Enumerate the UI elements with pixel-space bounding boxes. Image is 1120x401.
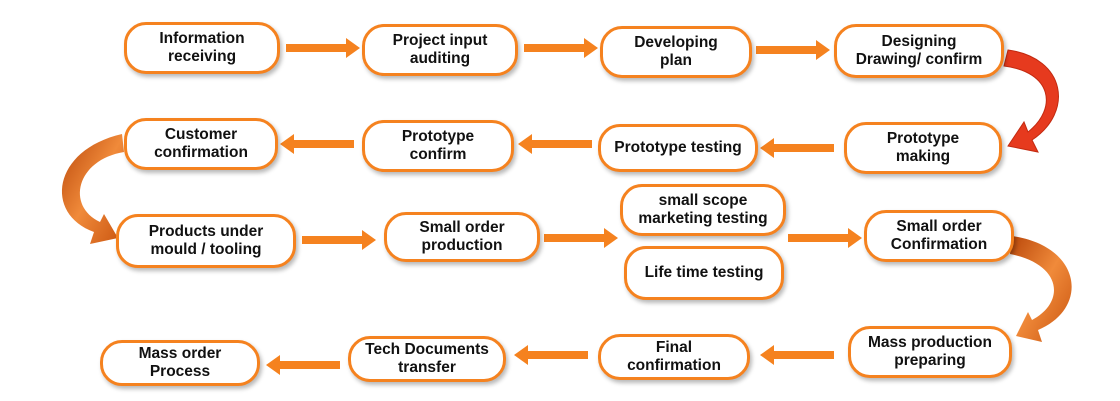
step-prototype-testing: Prototype testing	[598, 124, 758, 172]
step-label: Prototype making	[886, 130, 960, 165]
step-label: Customer confirmation	[154, 126, 248, 161]
step-label: Designing Drawing/ confirm	[855, 33, 983, 68]
step-designing-drawing-confirm: Designing Drawing/ confirm	[834, 24, 1004, 78]
step-label: small scope marketing testing	[638, 192, 768, 227]
step-prototype-making: Prototype making	[844, 122, 1002, 174]
step-label: Prototype confirm	[401, 128, 475, 163]
curved-arrow-icon	[1003, 49, 1059, 153]
step-label: Developing plan	[634, 34, 718, 69]
step-mass-production-preparing: Mass production preparing	[848, 326, 1012, 378]
step-prototype-confirm: Prototype confirm	[362, 120, 514, 172]
step-final-confirmation: Final confirmation	[598, 334, 750, 380]
arrow-right-icon	[286, 38, 360, 58]
arrow-right-icon	[756, 40, 830, 60]
step-developing-plan: Developing plan	[600, 26, 752, 78]
step-label: Small order production	[419, 219, 505, 254]
arrow-right-icon	[544, 228, 618, 248]
arrow-left-icon	[266, 355, 340, 375]
step-label: Small order Confirmation	[890, 218, 988, 253]
step-label: Mass order Process	[138, 345, 222, 380]
step-small-order-confirmation: Small order Confirmation	[864, 210, 1014, 262]
step-label: Mass production preparing	[867, 334, 992, 369]
step-small-scope-marketing-testing: small scope marketing testing	[620, 184, 786, 236]
step-project-input-auditing: Project input auditing	[362, 24, 518, 76]
step-products-under-mould-tooling: Products under mould / tooling	[116, 214, 296, 268]
step-label: Tech Documents transfer	[365, 341, 489, 376]
arrow-left-icon	[518, 134, 592, 154]
arrow-left-icon	[514, 345, 588, 365]
step-label: Final confirmation	[627, 339, 721, 374]
arrow-right-icon	[524, 38, 598, 58]
step-label: Information receiving	[159, 30, 245, 65]
step-label: Life time testing	[644, 264, 764, 281]
step-information-receiving: Information receiving	[124, 22, 280, 74]
step-small-order-production: Small order production	[384, 212, 540, 262]
arrow-right-icon	[788, 228, 862, 248]
curved-arrow-icon	[1010, 236, 1072, 342]
step-label: Prototype testing	[614, 139, 742, 156]
curved-arrow-icon	[61, 134, 124, 244]
step-label: Products under mould / tooling	[148, 223, 264, 258]
step-tech-documents-transfer: Tech Documents transfer	[348, 336, 506, 382]
step-label: Project input auditing	[392, 32, 488, 67]
step-customer-confirmation: Customer confirmation	[124, 118, 278, 170]
arrow-left-icon	[280, 134, 354, 154]
arrow-left-icon	[760, 345, 834, 365]
step-life-time-testing: Life time testing	[624, 246, 784, 300]
arrow-left-icon	[760, 138, 834, 158]
arrow-right-icon	[302, 230, 376, 250]
step-mass-order-process: Mass order Process	[100, 340, 260, 386]
